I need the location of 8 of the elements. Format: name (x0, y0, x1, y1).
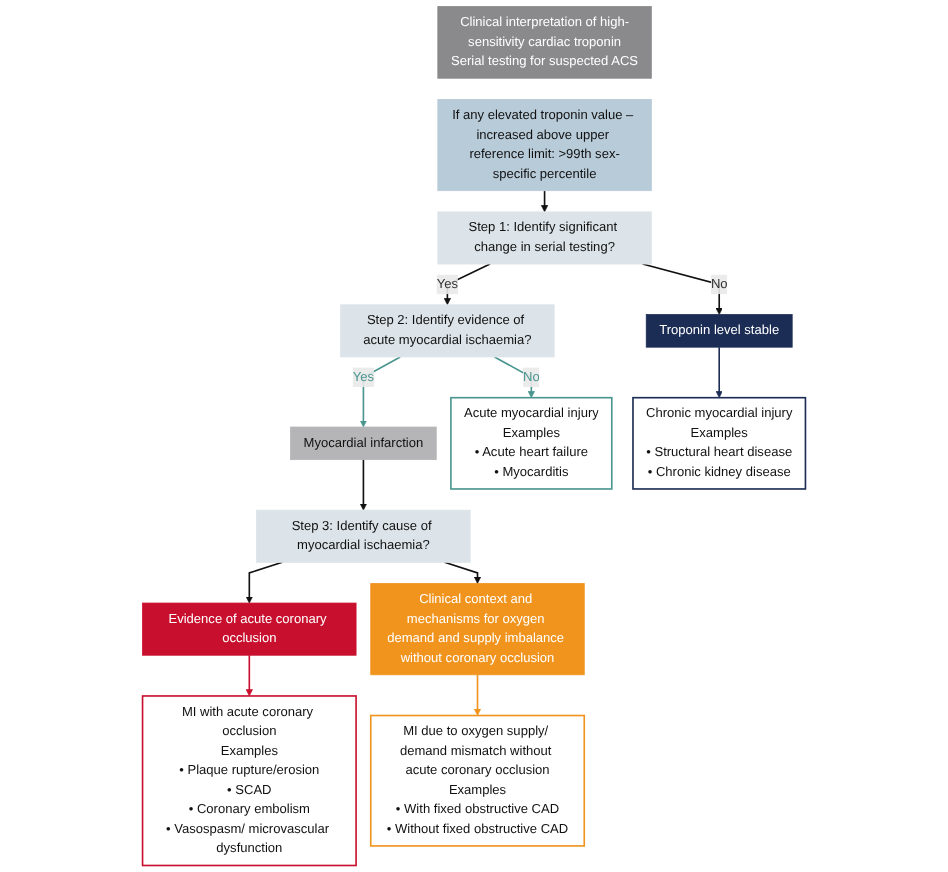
arrow (359, 356, 402, 428)
arrow (245, 561, 284, 604)
arrow (359, 458, 367, 511)
arrow (245, 654, 253, 697)
arrow (541, 189, 549, 213)
arrow (473, 673, 482, 716)
arrow (715, 346, 723, 398)
arrow (443, 561, 482, 584)
